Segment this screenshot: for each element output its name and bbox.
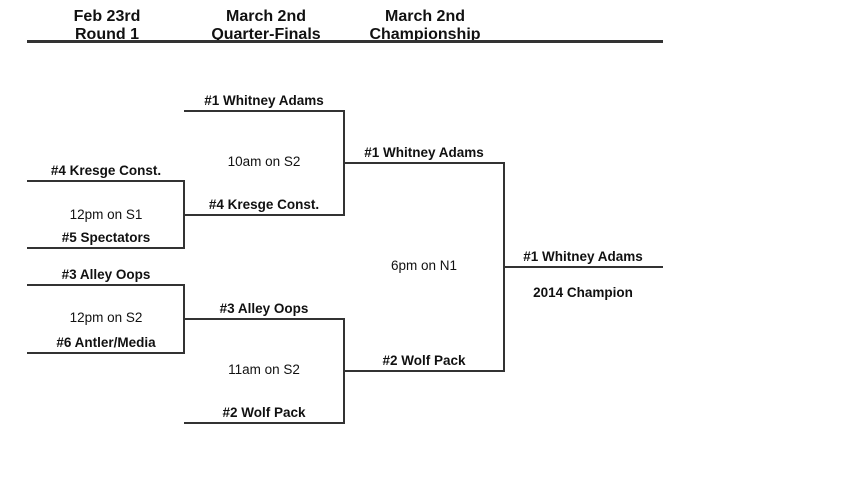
champion-title: 2014 Champion	[533, 285, 633, 300]
r1-match1-time: 12pm on S1	[69, 207, 143, 222]
qf1-top-team: #1 Whitney Adams	[204, 93, 324, 108]
qf1-bottom-line	[183, 214, 345, 216]
r1-match2-bottom-line	[27, 352, 185, 354]
r1-match2-top-team: #3 Alley Oops	[61, 267, 151, 282]
qf1-time: 10am on S2	[227, 154, 301, 169]
header-round1-label: Round 1	[75, 26, 139, 43]
r1-match1-top-line	[27, 180, 185, 182]
header-quarterfinals-label: Quarter-Finals	[211, 26, 321, 43]
header-round1-date: Feb 23rd	[73, 8, 141, 25]
header-championship: March 2nd Championship	[335, 8, 515, 44]
r1-match1-bottom-team: #5 Spectators	[61, 230, 151, 245]
championship-time: 6pm on N1	[390, 258, 458, 273]
championship-top-team: #1 Whitney Adams	[364, 145, 484, 160]
header-round1: Feb 23rd Round 1	[17, 8, 197, 44]
header-quarterfinals-date: March 2nd	[225, 8, 306, 25]
winner-line	[503, 266, 663, 268]
championship-bottom-line	[343, 370, 505, 372]
winner-team: #1 Whitney Adams	[523, 249, 643, 264]
championship-bottom-team: #2 Wolf Pack	[382, 353, 466, 368]
header-underline	[27, 40, 663, 43]
qf2-bottom-line	[184, 422, 345, 424]
championship-top-line	[343, 162, 505, 164]
header-quarterfinals: March 2nd Quarter-Finals	[176, 8, 356, 44]
r1-match1-bottom-line	[27, 247, 185, 249]
qf2-time: 11am on S2	[228, 362, 300, 377]
qf2-bottom-team: #2 Wolf Pack	[222, 405, 306, 420]
header-championship-date: March 2nd	[384, 8, 465, 25]
qf1-bottom-team: #4 Kresge Const.	[208, 197, 320, 212]
header-championship-label: Championship	[369, 26, 481, 43]
r1-match2-bottom-team: #6 Antler/Media	[56, 335, 156, 350]
qf2-top-line	[183, 318, 345, 320]
r1-match1-top-team: #4 Kresge Const.	[50, 163, 162, 178]
r1-match2-top-line	[27, 284, 185, 286]
r1-match2-time: 12pm on S2	[69, 310, 143, 325]
qf1-top-line	[184, 110, 345, 112]
qf2-top-team: #3 Alley Oops	[219, 301, 309, 316]
